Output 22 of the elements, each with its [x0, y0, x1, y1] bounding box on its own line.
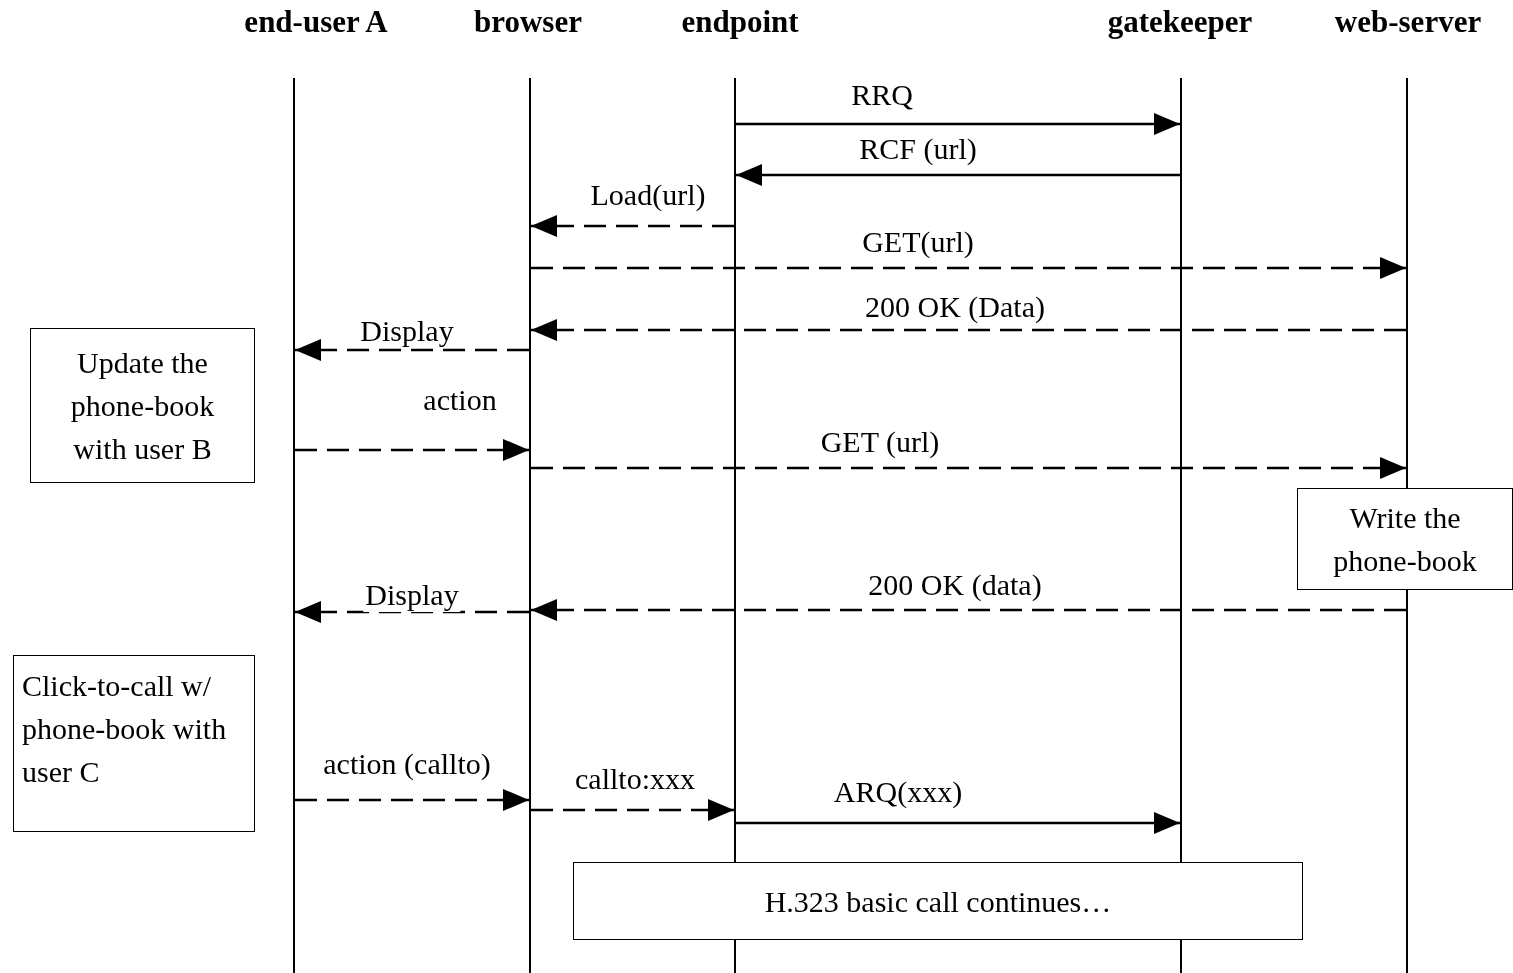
arrow: [295, 789, 529, 811]
note-box: Write the phone-book: [1297, 488, 1513, 590]
note-box: Update the phone-book with user B: [30, 328, 255, 483]
arrow: [295, 439, 529, 461]
participant-label: gatekeeper: [1107, 4, 1253, 40]
arrow: [531, 319, 1406, 341]
participant-label: browser: [474, 4, 582, 40]
participant-label: web-server: [1334, 4, 1482, 40]
arrow: [531, 457, 1406, 479]
arrow: [531, 799, 734, 821]
arrow: [295, 601, 529, 623]
note-box: Click-to-call w/ phone-book with user C: [13, 655, 255, 832]
arrow: [531, 215, 734, 237]
note-box: H.323 basic call continues…: [573, 862, 1303, 940]
participant-label: end-user A: [244, 4, 388, 40]
arrow: [736, 164, 1180, 186]
arrow: [736, 812, 1180, 834]
arrow: [531, 257, 1406, 279]
arrow: [736, 113, 1180, 135]
participant-label: endpoint: [681, 4, 799, 40]
arrow: [295, 339, 529, 361]
arrow: [531, 599, 1406, 621]
